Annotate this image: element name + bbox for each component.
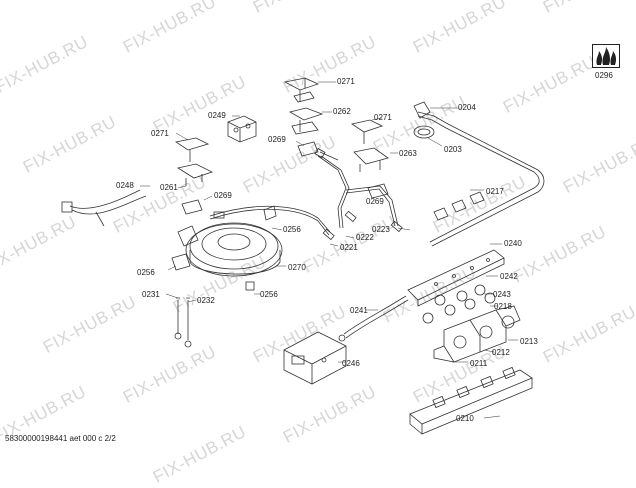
part-0243-label: 0243 bbox=[493, 290, 511, 299]
cable-0241 bbox=[338, 295, 409, 342]
part-0271-top-label: 0271 bbox=[337, 77, 355, 86]
rail-0240 bbox=[407, 249, 505, 307]
part-0211-label: 0211 bbox=[470, 359, 488, 368]
part-0271-right-label: 0271 bbox=[374, 113, 392, 122]
part-0246-label: 0246 bbox=[342, 359, 360, 368]
part-0269-left-label: 0269 bbox=[214, 191, 232, 200]
part-0256-left-label: 0256 bbox=[137, 268, 155, 277]
burner-ring-0270 bbox=[171, 205, 283, 291]
igniter-block-0249 bbox=[227, 115, 257, 143]
part-0222-label: 0222 bbox=[356, 233, 374, 242]
gas-flame-icon bbox=[592, 44, 620, 68]
part-0262-label: 0262 bbox=[333, 107, 351, 116]
part-0218-label: 0218 bbox=[494, 302, 512, 311]
part-0269-middle-label: 0269 bbox=[268, 135, 286, 144]
part-0256-bottom-label: 0256 bbox=[260, 290, 278, 299]
part-0223-label: 0223 bbox=[372, 225, 390, 234]
control-bar-0210 bbox=[409, 366, 533, 435]
part-0242-label: 0242 bbox=[500, 272, 518, 281]
part-0269-right-label: 0269 bbox=[366, 197, 384, 206]
part-0217-label: 0217 bbox=[486, 187, 504, 196]
part-0248-label: 0248 bbox=[116, 181, 134, 190]
bracket-top bbox=[283, 77, 320, 103]
bracket-left bbox=[174, 137, 214, 215]
exploded-parts-diagram: 0271 0262 0249 0271 0269 0271 0263 0204 0203 0248… bbox=[61, 77, 545, 435]
part-0231-label: 0231 bbox=[142, 290, 160, 299]
part-0221-label: 0221 bbox=[340, 243, 358, 252]
bracket-0262 bbox=[288, 107, 324, 157]
part-0232-label: 0232 bbox=[197, 296, 215, 305]
part-0203-label: 0203 bbox=[444, 145, 462, 154]
main-gas-pipe bbox=[413, 101, 545, 247]
leader-lines bbox=[140, 81, 518, 419]
wire-harness-0248 bbox=[61, 189, 147, 227]
valve-knobs bbox=[422, 284, 496, 324]
bracket-right bbox=[350, 119, 389, 199]
document-footer: 58300000198441 aet 000 c 2/2 bbox=[5, 434, 116, 443]
control-module-0246 bbox=[283, 331, 347, 385]
gas-pipes bbox=[209, 147, 403, 241]
part-0241-label: 0241 bbox=[350, 306, 368, 315]
part-0204-label: 0204 bbox=[458, 103, 476, 112]
part-0263-label: 0263 bbox=[399, 149, 417, 158]
part-0271-left-label: 0271 bbox=[151, 129, 169, 138]
part-0270-label: 0270 bbox=[288, 263, 306, 272]
gas-valves bbox=[433, 305, 521, 363]
gas-icon-label: 0296 bbox=[595, 71, 613, 80]
part-0212-label: 0212 bbox=[492, 348, 510, 357]
thermocouples bbox=[174, 297, 192, 348]
part-0240-label: 0240 bbox=[504, 239, 522, 248]
part-0256-top-label: 0256 bbox=[283, 225, 301, 234]
part-0213-label: 0213 bbox=[520, 337, 538, 346]
part-0261-label: 0261 bbox=[160, 183, 178, 192]
part-0249-label: 0249 bbox=[208, 111, 226, 120]
part-0210-label: 0210 bbox=[456, 414, 474, 423]
